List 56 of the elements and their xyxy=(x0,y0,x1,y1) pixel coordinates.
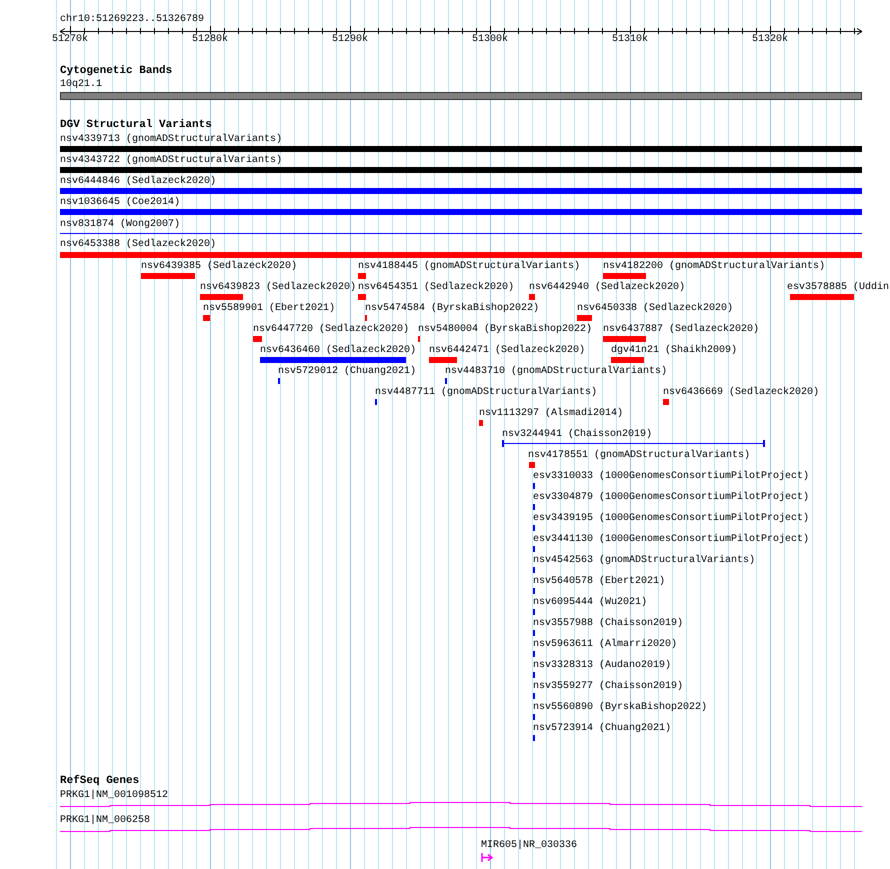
variant-label: esv3441130 (1000GenomesConsortiumPilotProject) xyxy=(533,534,810,545)
variant-label: nsv4487711 (gnomADStructuralVariants) xyxy=(375,387,598,398)
variant-label: nsv3328313 (Audano2019) xyxy=(533,660,672,671)
variant-label: nsv3244941 (Chaisson2019) xyxy=(502,429,652,440)
variant-label: nsv4343722 (gnomADStructuralVariants) xyxy=(60,155,282,166)
variant-label: esv3439195 (1000GenomesConsortiumPilotProject) xyxy=(533,513,810,524)
tick-label: 51280k xyxy=(192,34,228,45)
tick-label: 51270k xyxy=(52,34,88,45)
variant-label: nsv4182200 (gnomADStructuralVariants) xyxy=(603,261,826,272)
variant-label: nsv6436669 (Sedlazeck2020) xyxy=(663,387,820,398)
variant-label: nsv4178551 (gnomADStructuralVariants) xyxy=(528,450,750,461)
variant-label: nsv4188445 (gnomADStructuralVariants) xyxy=(358,261,580,272)
variant-label: nsv1113297 (Alsmadi2014) xyxy=(479,408,624,419)
variant-label: nsv3559277 (Chaisson2019) xyxy=(533,681,684,692)
gene-label: PRKG1|NM_006258 xyxy=(60,815,150,826)
variant-label: esv3578885 (Uddin xyxy=(787,282,890,293)
track-title: Cytogenetic Bands xyxy=(60,66,172,77)
variant-label: nsv6437887 (Sedlazeck2020) xyxy=(603,324,760,335)
variant-label: nsv6450338 (Sedlazeck2020) xyxy=(577,303,734,314)
variant-label: nsv5723914 (Chuang2021) xyxy=(533,723,672,734)
tick-label: 51300k xyxy=(472,34,508,45)
variant-label: nsv5474584 (ByrskaBishop2022) xyxy=(365,303,540,314)
variant-label: nsv831874 (Wong2007) xyxy=(60,219,180,230)
variant-label: dgv41n21 (Shaikh2009) xyxy=(611,345,738,356)
variant-label: nsv5560890 (ByrskaBishop2022) xyxy=(533,702,708,713)
gene-label: MIR605|NR_030336 xyxy=(481,840,578,851)
variant-label: nsv5589901 (Ebert2021) xyxy=(203,303,336,314)
variant-label: nsv5640578 (Ebert2021) xyxy=(533,576,666,587)
variant-label: nsv6442940 (Sedlazeck2020) xyxy=(529,282,686,293)
tick-label: 51290k xyxy=(332,34,368,45)
variant-label: nsv6439385 (Sedlazeck2020) xyxy=(141,261,298,272)
variant-label: nsv4483710 (gnomADStructuralVariants) xyxy=(445,366,668,377)
variant-label: nsv6453388 (Sedlazeck2020) xyxy=(60,239,216,250)
band-label: 10q21.1 xyxy=(60,79,102,90)
track-title: RefSeq Genes xyxy=(60,776,140,787)
variant-label: nsv6454351 (Sedlazeck2020) xyxy=(358,282,514,293)
variant-label: nsv6444846 (Sedlazeck2020) xyxy=(60,176,216,187)
coordinate-label: chr10:51269223..51326789 xyxy=(60,14,204,25)
variant-label: nsv6447720 (Sedlazeck2020) xyxy=(253,324,410,335)
variant-label: nsv4542563 (gnomADStructuralVariants) xyxy=(533,555,756,566)
variant-label: esv3310033 (1000GenomesConsortiumPilotProject) xyxy=(533,471,810,482)
variant-label: nsv5729012 (Chuang2021) xyxy=(278,366,416,377)
tick-label: 51320k xyxy=(752,34,788,45)
variant-label: nsv5963611 (Almarri2020) xyxy=(533,639,678,650)
track-title: DGV Structural Variants xyxy=(60,120,212,131)
variant-label: nsv3557988 (Chaisson2019) xyxy=(533,618,684,629)
gene-label: PRKG1|NM_001098512 xyxy=(60,790,168,801)
variant-label: nsv4339713 (gnomADStructuralVariants) xyxy=(60,134,282,145)
variant-label: nsv6439823 (Sedlazeck2020) xyxy=(200,282,356,293)
variant-label: nsv1036645 (Coe2014) xyxy=(60,197,180,208)
variant-label: nsv5480004 (ByrskaBishop2022) xyxy=(418,324,592,335)
variant-label: nsv6436460 (Sedlazeck2020) xyxy=(260,345,416,356)
variant-label: nsv6095444 (Wu2021) xyxy=(533,597,648,608)
variant-label: esv3304879 (1000GenomesConsortiumPilotProject) xyxy=(533,492,810,503)
tick-label: 51310k xyxy=(612,34,648,45)
variant-label: nsv6442471 (Sedlazeck2020) xyxy=(429,345,586,356)
